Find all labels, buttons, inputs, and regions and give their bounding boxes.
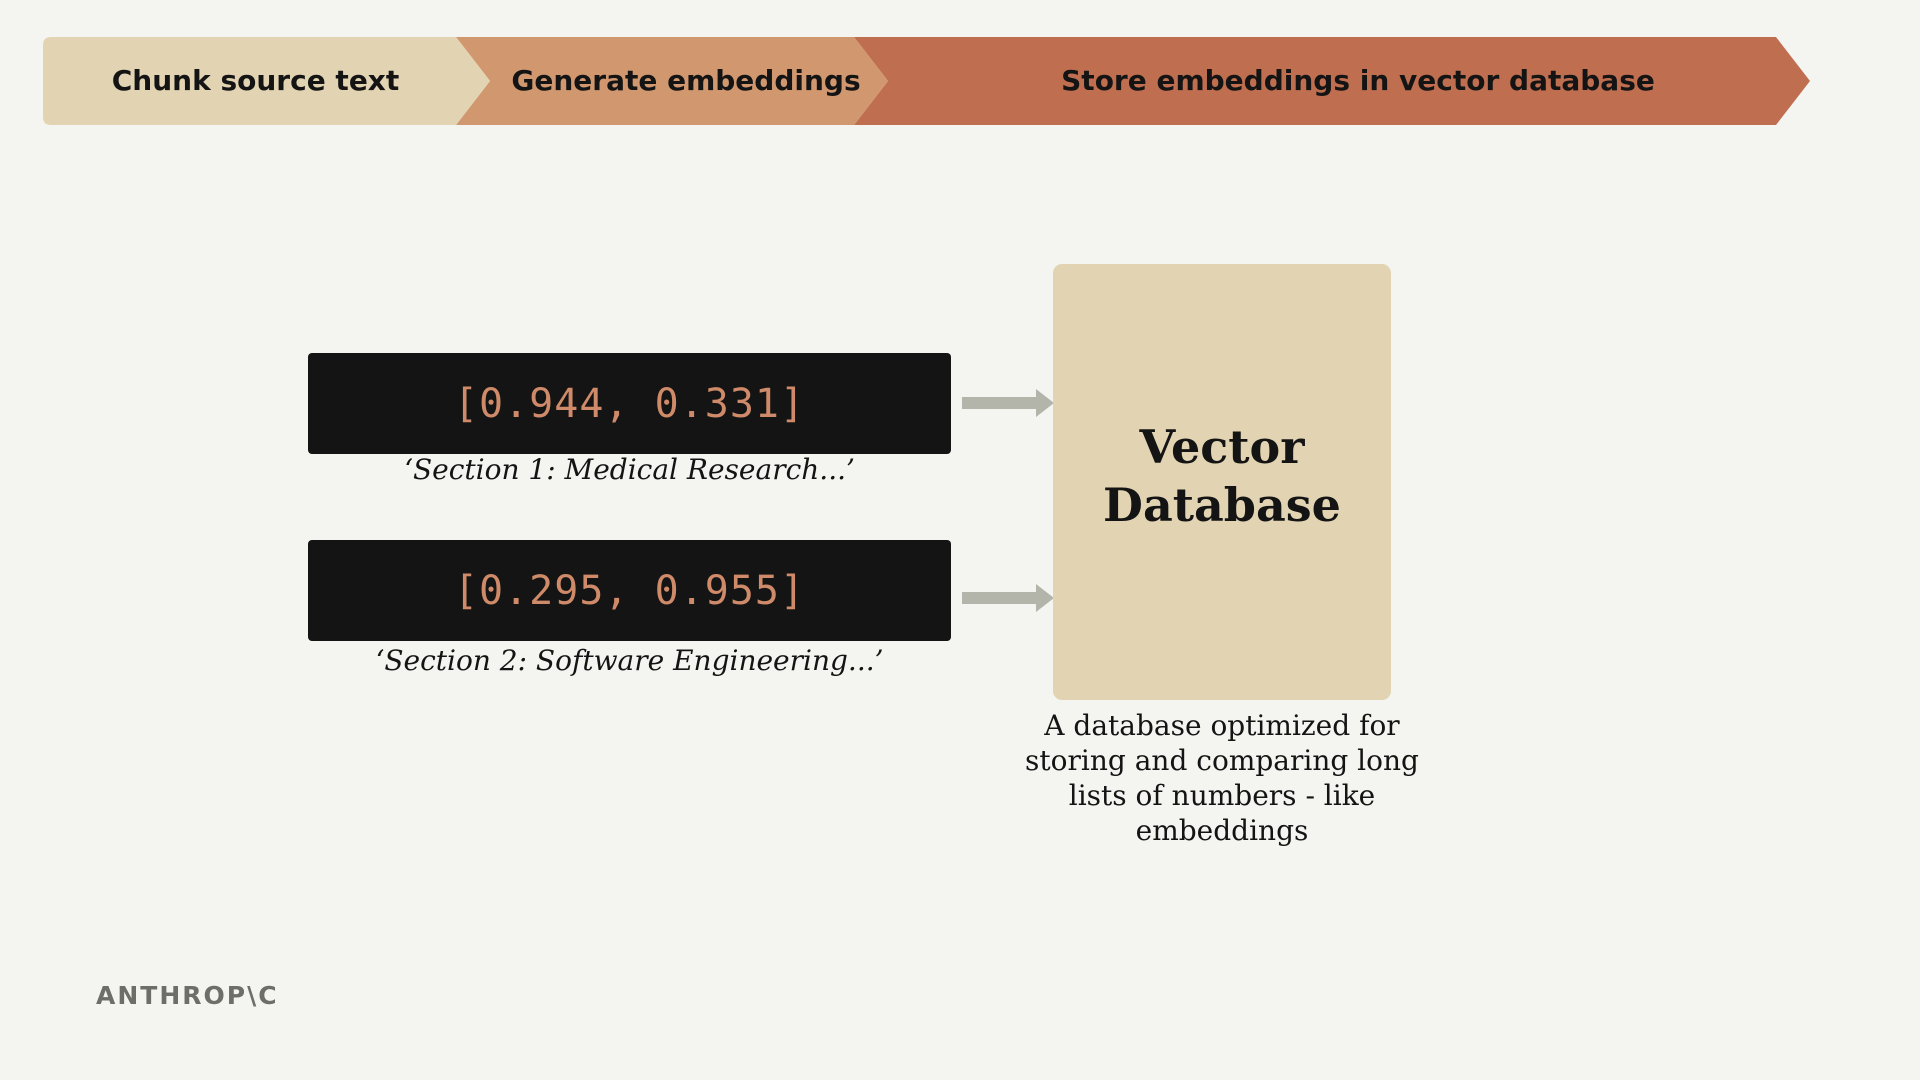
chunk-caption: ‘Section 1: Medical Research...’: [404, 453, 855, 486]
embedding-vector-box: [0.944, 0.331]: [308, 353, 951, 454]
vector-database-description: A database optimized for storing and com…: [1025, 709, 1419, 847]
pipeline-step-2-shape: [456, 37, 888, 125]
arrow-right-icon: [962, 389, 1054, 417]
pipeline-step-1-shape: [43, 37, 490, 125]
pipeline-banner: Chunk source text Generate embeddings St…: [43, 37, 1810, 125]
pipeline-shapes: [43, 37, 1810, 125]
pipeline-step-chunk-label: Chunk source text: [111, 64, 400, 97]
arrow-right-icon: [962, 584, 1054, 612]
chunk-caption: ‘Section 2: Software Engineering...’: [375, 644, 884, 677]
embedding-vector-box: [0.295, 0.955]: [308, 540, 951, 641]
vector-database-box: [1053, 264, 1391, 700]
embedding-vector-value: [0.944, 0.331]: [453, 380, 806, 427]
pipeline-step-3-shape: [854, 37, 1810, 125]
vector-database-title: Vector Database: [1103, 420, 1341, 532]
pipeline-step-embed-label: Generate embeddings: [511, 64, 861, 97]
pipeline-step-store-label: Store embeddings in vector database: [1061, 64, 1655, 97]
anthropic-logo: ANTHROP\C: [96, 981, 279, 1010]
embedding-vector-value: [0.295, 0.955]: [453, 567, 806, 614]
